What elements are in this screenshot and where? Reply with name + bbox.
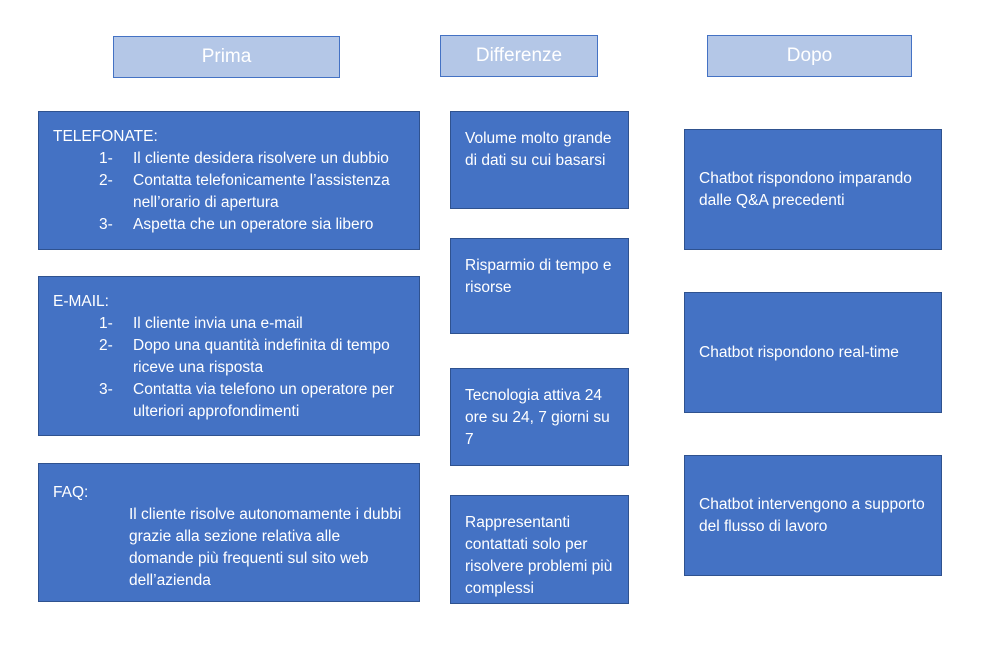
- differenza-4: Rappresentanti contattati solo per risol…: [450, 495, 629, 604]
- list-item: 3-Contatta via telefono un operatore per…: [99, 381, 395, 420]
- box-telefonate: TELEFONATE: 1-Il cliente desidera risolv…: [38, 111, 420, 250]
- faq-title: FAQ:: [53, 484, 89, 501]
- list-item: 3-Aspetta che un operatore sia libero: [99, 216, 374, 233]
- list-item: 2-Dopo una quantità indefinita di tempo …: [99, 337, 390, 376]
- differenza-3: Tecnologia attiva 24 ore su 24, 7 giorni…: [450, 368, 629, 466]
- header-dopo: Dopo: [707, 35, 912, 77]
- list-item: 1-Il cliente desidera risolvere un dubbi…: [99, 150, 389, 167]
- list-item: 2-Contatta telefonicamente l’assistenza …: [99, 172, 390, 211]
- dopo-2: Chatbot rispondono real-time: [684, 292, 942, 413]
- header-differenze: Differenze: [440, 35, 598, 77]
- faq-text: Il cliente risolve autonomamente i dubbi…: [129, 506, 402, 589]
- header-prima: Prima: [113, 36, 340, 78]
- telefonate-title: TELEFONATE:: [53, 128, 158, 145]
- list-item: 1-Il cliente invia una e-mail: [99, 315, 303, 332]
- differenza-2: Risparmio di tempo e risorse: [450, 238, 629, 334]
- dopo-3: Chatbot intervengono a supporto del flus…: [684, 455, 942, 576]
- box-faq: FAQ: Il cliente risolve autonomamente i …: [38, 463, 420, 602]
- email-title: E-MAIL:: [53, 293, 109, 310]
- dopo-1: Chatbot rispondono imparando dalle Q&A p…: [684, 129, 942, 250]
- differenza-1: Volume molto grande di dati su cui basar…: [450, 111, 629, 209]
- box-email: E-MAIL: 1-Il cliente invia una e-mail 2-…: [38, 276, 420, 436]
